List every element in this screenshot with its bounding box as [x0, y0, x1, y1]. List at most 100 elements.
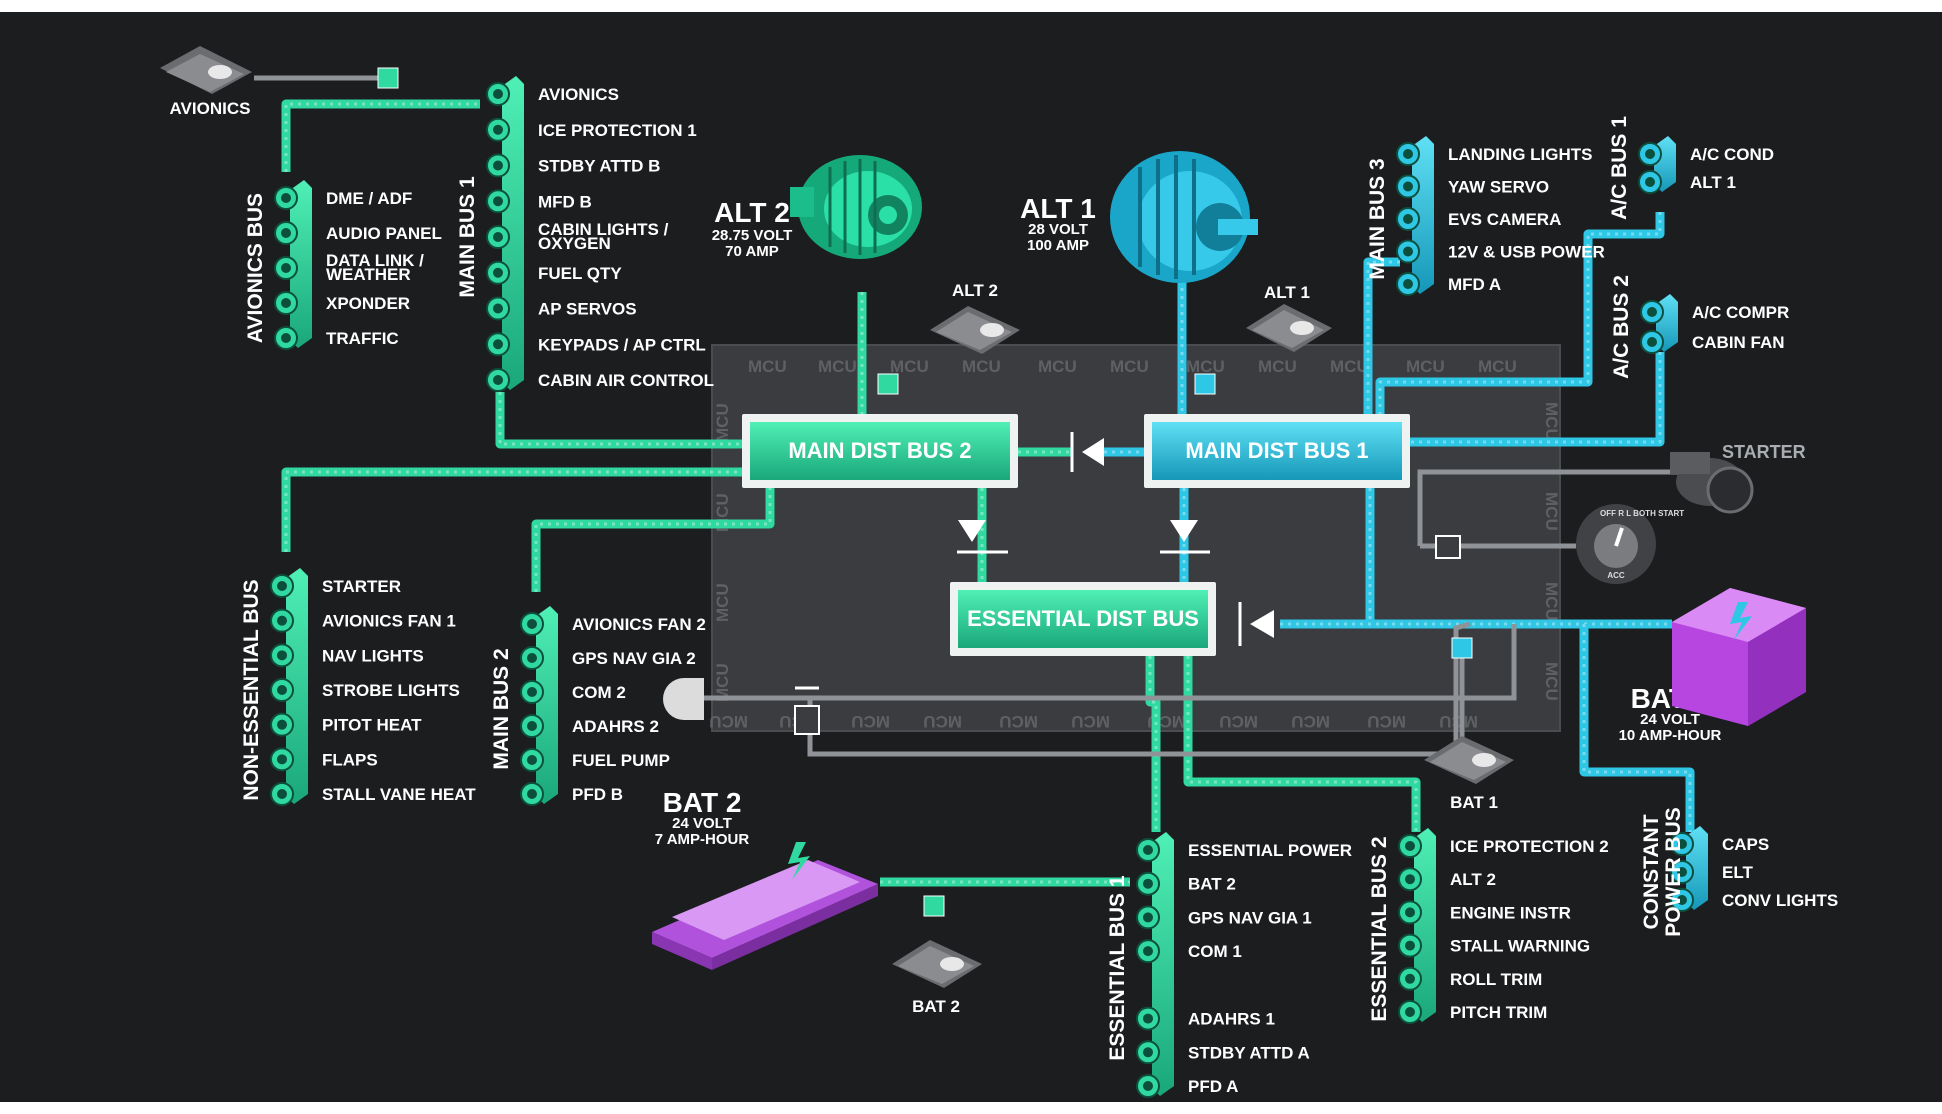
constant-power-bus-title-2: POWER BUS [1662, 807, 1685, 937]
bus-load-label: CAPS [1722, 835, 1769, 854]
avionics-switch[interactable] [160, 46, 252, 94]
bus-load-label: 12V & USB POWER [1448, 243, 1605, 262]
bus-connector [281, 333, 291, 343]
mcu-label: MCU [1367, 712, 1406, 731]
bus-connector [493, 160, 503, 171]
bus-load-label: COM 2 [572, 683, 626, 702]
bus-connector [277, 650, 287, 661]
bus-load-label: AVIONICS FAN 1 [322, 612, 456, 631]
bus-load-label: STDBY ATTD B [538, 157, 660, 176]
bus-load-label: STARTER [322, 577, 401, 596]
svg-text:100 AMP: 100 AMP [1027, 237, 1089, 254]
mcu-label: MCU [748, 357, 787, 376]
bus-load-label: AVIONICS [538, 85, 619, 104]
mcu-label: MCU [1542, 492, 1561, 531]
mcu-label: MCU [1110, 357, 1149, 376]
bus-wire [1363, 257, 1400, 414]
ac-bus-2-title: A/C BUS 2 [1610, 275, 1633, 379]
bus-load-label: STALL WARNING [1450, 937, 1590, 956]
bus-connector [1645, 177, 1655, 187]
svg-text:7 AMP-HOUR: 7 AMP-HOUR [655, 831, 750, 848]
bus-load-label: PFD A [1188, 1077, 1238, 1096]
alt2-switch[interactable] [930, 306, 1020, 354]
bus-wire [1378, 212, 1662, 414]
bus-connector [1405, 940, 1415, 951]
mcu-label: MCU [1291, 712, 1330, 731]
bus-load-label: ADAHRS 2 [572, 717, 659, 736]
mcu-label: MCU [851, 712, 890, 731]
bus-connector [527, 721, 537, 731]
bus-load-label: ENGINE INSTR [1450, 903, 1571, 922]
bus-wire [1186, 656, 1418, 832]
bus-load-label: ALT 1 [1690, 173, 1736, 192]
bus-connector [277, 789, 287, 799]
constant-power-bus-title: CONSTANT [1640, 814, 1663, 929]
bus-connector [277, 581, 287, 591]
mcu-panel: MCU MCU MCU MCU MCU MCU MCU MCU MCU MCU MCU MCU MCU M… [709, 344, 1561, 732]
bus-load-label: GPS NAV GIA 2 [572, 649, 696, 668]
mcu-label: MCU [962, 357, 1001, 376]
bus-load-label: EVS CAMERA [1448, 210, 1561, 229]
bus-load-label: PITOT HEAT [322, 716, 422, 735]
mcu-label: MCU [890, 357, 929, 376]
essential-dist-bus-label: ESSENTIAL DIST BUS [967, 606, 1199, 631]
mcu-label: MCU [1542, 582, 1561, 621]
mcu-label: MCU [999, 712, 1038, 731]
svg-text:BAT 2: BAT 2 [663, 787, 742, 818]
bat2-switch[interactable] [892, 940, 982, 988]
bus-wire [284, 102, 480, 172]
starter-label: STARTER [1722, 442, 1806, 462]
bus-load-label: FLAPS [322, 750, 378, 769]
bus-connector [493, 196, 503, 207]
bus-load-label: MFD B [538, 192, 592, 211]
bus-load-label: COM 1 [1188, 942, 1242, 961]
bus-connector [527, 755, 537, 765]
alt1-alternator-icon [1110, 151, 1258, 283]
bus-connector [277, 685, 287, 695]
diode-main2-essential [957, 520, 1008, 554]
bus-connector [1403, 149, 1413, 159]
bus-connector [1677, 839, 1687, 849]
bus-connector [1403, 214, 1413, 224]
main-dist-bus-1-label: MAIN DIST BUS 1 [1185, 438, 1368, 463]
mcu-label: MCU [1330, 357, 1369, 376]
bat1-switch[interactable] [1424, 736, 1514, 784]
bus-load-label: PITCH TRIM [1450, 1003, 1547, 1022]
main-dist-bus-1[interactable]: MAIN DIST BUS 1 [1144, 414, 1410, 488]
bus-wire [1183, 656, 1421, 832]
bus-load-label: NAV LIGHTS [322, 646, 424, 665]
essential-dist-bus[interactable]: ESSENTIAL DIST BUS [950, 582, 1216, 656]
mcu-label: MCU [713, 403, 732, 442]
bus-wire [284, 470, 742, 552]
svg-text:24 VOLT: 24 VOLT [1640, 711, 1700, 728]
relay-node [923, 895, 945, 917]
bus-wire [281, 467, 742, 552]
bus-connector [1143, 946, 1153, 957]
alt1-switch-label: ALT 1 [1264, 283, 1310, 302]
bus-load-label: BAT 2 [1188, 875, 1236, 894]
bus-load-label: ROLL TRIM [1450, 970, 1542, 989]
bus-load-label: YAW SERVO [1448, 178, 1549, 197]
bus-load-label: AP SERVOS [538, 300, 637, 319]
bus-load-label: KEYPADS / AP CTRL [538, 335, 706, 354]
svg-text:ALT 2: ALT 2 [714, 197, 790, 228]
main-dist-bus-2[interactable]: MAIN DIST BUS 2 [742, 414, 1018, 488]
bus-load-label: CABIN FAN [1692, 333, 1785, 352]
bus-load-label: ESSENTIAL POWER [1188, 841, 1352, 860]
bus-connector [1677, 867, 1687, 877]
alt1-switch[interactable] [1246, 304, 1332, 352]
bus-connector [277, 615, 287, 626]
key-switch[interactable]: OFF R L BOTH START ACC [1576, 504, 1684, 584]
mcu-label: MCU [1071, 712, 1110, 731]
